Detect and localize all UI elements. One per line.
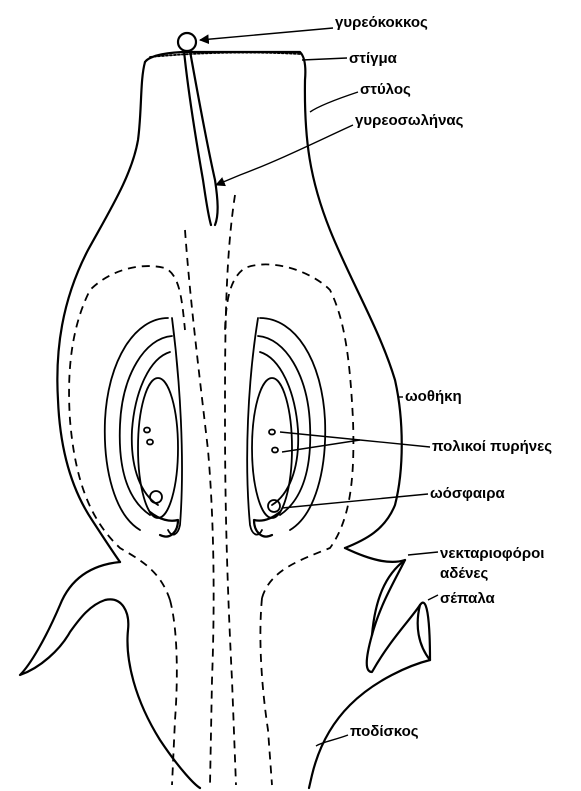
vascular-lines xyxy=(69,195,353,785)
label-egg-cell: ωόσφαιρα xyxy=(430,485,505,502)
pistil-outline xyxy=(57,52,401,562)
label-ovary: ωοθήκη xyxy=(405,388,462,405)
label-polar-nuclei: πολικοί πυρήνες xyxy=(432,438,552,455)
label-stigma: στίγμα xyxy=(349,50,398,67)
left-ovule xyxy=(105,318,182,537)
pollen-tube xyxy=(178,33,218,225)
right-ovule xyxy=(247,318,325,537)
label-sepals: σέπαλα xyxy=(440,590,495,607)
label-pedicel: ποδίσκος xyxy=(350,723,419,740)
label-nectaries-line2: αδένες xyxy=(440,565,489,582)
pollen-grain xyxy=(178,33,196,51)
label-nectaries-line1: νεκταριοφόροι xyxy=(440,545,544,562)
label-pollen-grain: γυρεόκοκκος xyxy=(335,14,428,31)
label-pollen-tube: γυρεοσωλήνας xyxy=(355,112,464,129)
labels: γυρεόκοκκος στίγμα στύλος γυρεοσωλήνας ω… xyxy=(335,14,552,740)
label-style: στύλος xyxy=(360,81,411,98)
lower-flower-parts xyxy=(20,548,430,788)
leader-lines xyxy=(200,28,438,746)
